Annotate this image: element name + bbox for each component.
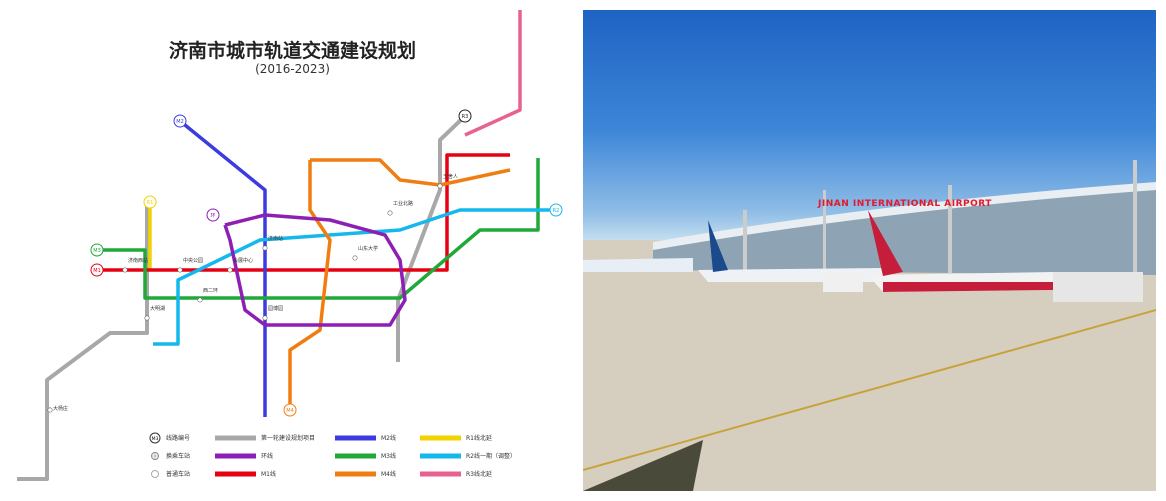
- station-dot: [177, 267, 183, 273]
- legend-label: R2线一期（调整）: [466, 452, 516, 460]
- legend-swatch: [215, 453, 256, 459]
- station-icon: [151, 470, 159, 478]
- airport-scene: [583, 160, 1156, 491]
- legend-swatch: [215, 471, 256, 477]
- metro-lines: M1M2M3M4R1R2R3环济南西站中央公园会展中心西二环大明湖济南站园博园山…: [17, 10, 563, 481]
- line-badge: [458, 109, 472, 123]
- station-label: 济南站: [268, 235, 283, 242]
- station-dot: [262, 315, 268, 321]
- station-dot: [437, 183, 443, 189]
- map-title: 济南市城市轨道交通建设规划: [168, 40, 416, 62]
- station-label: 山东大学: [358, 245, 378, 252]
- station-label: 工业北路: [393, 200, 413, 207]
- legend-label: M2线: [381, 434, 396, 442]
- station-label: 园博园: [268, 305, 283, 312]
- line-first_round: [17, 200, 149, 481]
- legend-label: 第一轮建设规划项目: [261, 434, 315, 442]
- station-dot: [122, 267, 128, 273]
- line-badge-label: R2: [553, 208, 560, 214]
- line-badge: [206, 208, 220, 222]
- legend-label: M3线: [381, 452, 396, 460]
- line-badge: [90, 243, 104, 257]
- station-label: 王舍人: [443, 173, 458, 180]
- station-dot: [197, 297, 203, 303]
- line-M2: [178, 119, 267, 417]
- station-label: 西二环: [203, 288, 218, 294]
- legend-label: 普通车站: [166, 470, 190, 478]
- legend-swatch: [335, 471, 376, 477]
- legend-badge-icon: [149, 432, 161, 444]
- legend-swatch: [420, 453, 461, 459]
- legend-swatch: [215, 435, 256, 441]
- line-badge-label: R3: [462, 114, 469, 120]
- line-badge-label: M2: [176, 119, 184, 125]
- legend-label: 环线: [261, 452, 273, 460]
- station-label: 中央公园: [183, 257, 203, 264]
- line-M4: [310, 158, 511, 187]
- station-dot: [227, 267, 233, 273]
- station-dot: [352, 255, 358, 261]
- legend-badge-text: M3: [152, 436, 159, 442]
- airport-photo: JINAN INTERNATIONAL AIRPORT: [583, 10, 1156, 491]
- station-dot: [387, 210, 393, 216]
- line-M3: [97, 158, 540, 300]
- legend-label: R3线北延: [466, 470, 492, 478]
- station-dot: [262, 245, 268, 251]
- line-badge-label: 环: [210, 213, 215, 219]
- line-badge: [283, 403, 297, 417]
- station-dot: [144, 315, 150, 321]
- line-R3: [464, 10, 522, 137]
- line-R2: [153, 208, 556, 346]
- line-badge-label: M4: [286, 408, 294, 414]
- legend-swatch: [335, 453, 376, 459]
- line-M4: [288, 160, 332, 410]
- station-label: 大明湖: [150, 305, 165, 312]
- legend-swatch: [420, 435, 461, 441]
- legend-swatch: [335, 435, 376, 441]
- line-badge: [173, 114, 187, 128]
- airport-sign: JINAN INTERNATIONAL AIRPORT: [818, 199, 992, 209]
- legend-label: 换乘车站: [166, 452, 190, 460]
- legend-label: 线路编号: [166, 434, 190, 442]
- station-label: 会展中心: [233, 257, 253, 264]
- line-ring: [223, 213, 407, 327]
- transfer-cross: [152, 453, 158, 459]
- station-dot: [47, 407, 53, 413]
- line-badge: [549, 203, 563, 217]
- line-badge: [143, 195, 157, 209]
- map-subtitle: (2016-2023): [255, 62, 330, 76]
- line-badge: [90, 263, 104, 277]
- legend-label: R1线北延: [466, 434, 492, 442]
- station-label: 大杨庄: [53, 405, 68, 412]
- line-first_round: [396, 114, 467, 362]
- legend-label: M4线: [381, 470, 396, 478]
- line-badge-label: M1: [93, 268, 101, 274]
- legend-swatch: [420, 471, 461, 477]
- legend-label: M1线: [261, 470, 276, 478]
- line-badge-label: R1: [147, 200, 154, 206]
- station-label: 济南西站: [128, 257, 148, 264]
- line-badge-label: M3: [93, 248, 101, 254]
